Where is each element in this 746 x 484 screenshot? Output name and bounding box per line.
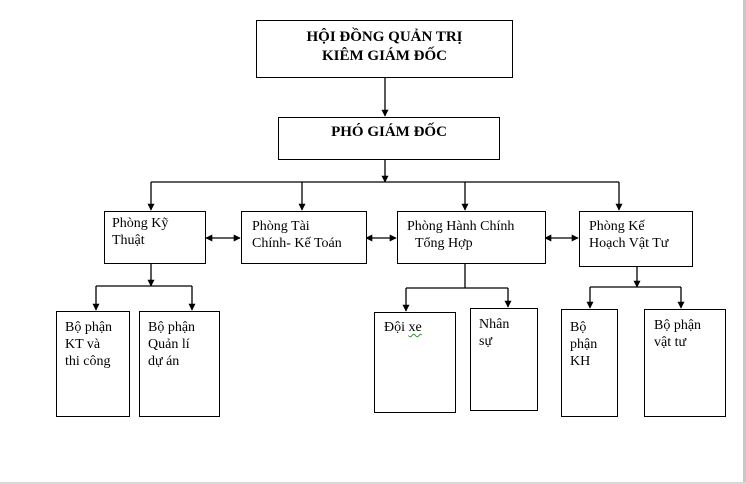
unit-kh-line3: KH <box>570 354 591 369</box>
dept-admin-box: Phòng Hành Chính Tổng Hợp <box>397 211 546 264</box>
unit-kt-construction-line2: KT và <box>65 337 101 352</box>
board-title-line1: HỘI ĐỒNG QUẢN TRỊ <box>306 29 463 45</box>
unit-materials-line2: vật tư <box>654 335 687 350</box>
dept-finance-box: Phòng Tài Chính- Kế Toán <box>241 211 367 264</box>
deputy-box: PHÓ GIÁM ĐỐC <box>278 117 500 160</box>
unit-vehicle-team-line1: Đội xe <box>384 319 455 336</box>
dept-finance-line1: Phòng Tài <box>252 219 310 234</box>
unit-project-mgmt-box: Bộ phận Quản lí dự án <box>139 311 220 417</box>
dept-technical-line1: Phòng Kỹ <box>112 216 169 231</box>
unit-hr-line1: Nhân <box>479 317 510 332</box>
board-title-line2: KIÊM GIÁM ĐỐC <box>322 48 447 64</box>
board-box: HỘI ĐỒNG QUẢN TRỊ KIÊM GIÁM ĐỐC <box>256 20 513 78</box>
spellcheck-underline: xe <box>408 320 422 335</box>
dept-admin-line1: Phòng Hành Chính <box>407 219 515 234</box>
dept-finance-line2: Chính- Kế Toán <box>252 236 342 251</box>
unit-kt-construction-line3: thi công <box>65 354 111 369</box>
dept-planning-line2: Hoạch Vật Tư <box>589 236 669 251</box>
dept-planning-box: Phòng Kế Hoạch Vật Tư <box>579 211 693 267</box>
unit-vehicle-team-label: Đội xe <box>384 320 422 335</box>
unit-kh-box: Bộ phận KH <box>561 309 618 417</box>
unit-kh-line1: Bộ <box>570 320 587 335</box>
unit-vehicle-team-box: Đội xe <box>374 312 456 413</box>
unit-hr-box: Nhân sự <box>470 308 538 411</box>
unit-project-mgmt-line2: Quản lí <box>148 337 190 352</box>
unit-materials-line1: Bộ phận <box>654 318 702 333</box>
dept-technical-line2: Thuật <box>112 233 145 248</box>
dept-planning-line1: Phòng Kế <box>589 219 645 234</box>
unit-project-mgmt-line3: dự án <box>148 354 180 369</box>
page-edge-right <box>743 0 746 484</box>
dept-admin-line2: Tổng Hợp <box>415 236 473 251</box>
unit-materials-box: Bộ phận vật tư <box>644 309 726 417</box>
page-edge-bottom <box>0 482 746 484</box>
unit-kt-construction-box: Bộ phận KT và thi công <box>56 311 130 417</box>
unit-hr-line2: sự <box>479 334 493 349</box>
unit-kh-line2: phận <box>570 337 598 352</box>
unit-kt-construction-line1: Bộ phận <box>65 320 113 335</box>
deputy-title: PHÓ GIÁM ĐỐC <box>331 124 447 140</box>
unit-project-mgmt-line1: Bộ phận <box>148 320 196 335</box>
dept-technical-box: Phòng Kỹ Thuật <box>104 211 206 264</box>
